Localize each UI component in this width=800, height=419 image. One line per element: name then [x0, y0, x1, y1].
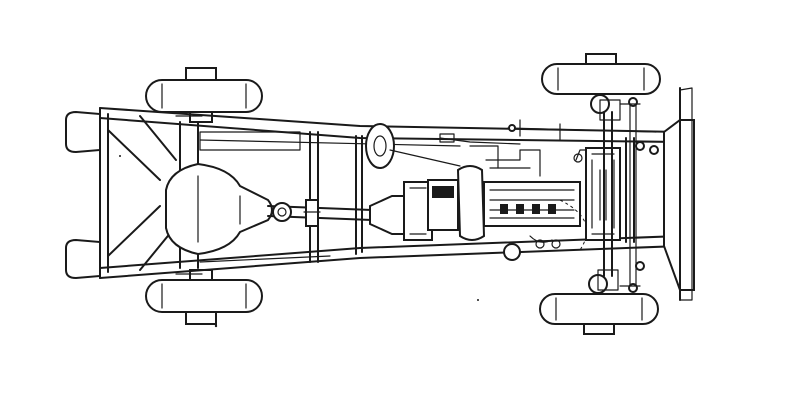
propeller-shaft [267, 199, 373, 227]
engine [427, 145, 593, 261]
rear-right-wheel [145, 269, 263, 325]
print-marks [119, 155, 479, 328]
differential [165, 162, 273, 256]
front-axle [507, 97, 659, 293]
front-right-wheel [539, 274, 659, 335]
brake-rods [199, 131, 461, 263]
gearbox [369, 181, 433, 241]
rear-left-wheel [145, 67, 263, 123]
steering-wheel [365, 123, 521, 169]
front-left-wheel [541, 53, 661, 114]
front-bumper [663, 87, 695, 301]
rear-spring-hangers [65, 110, 101, 280]
